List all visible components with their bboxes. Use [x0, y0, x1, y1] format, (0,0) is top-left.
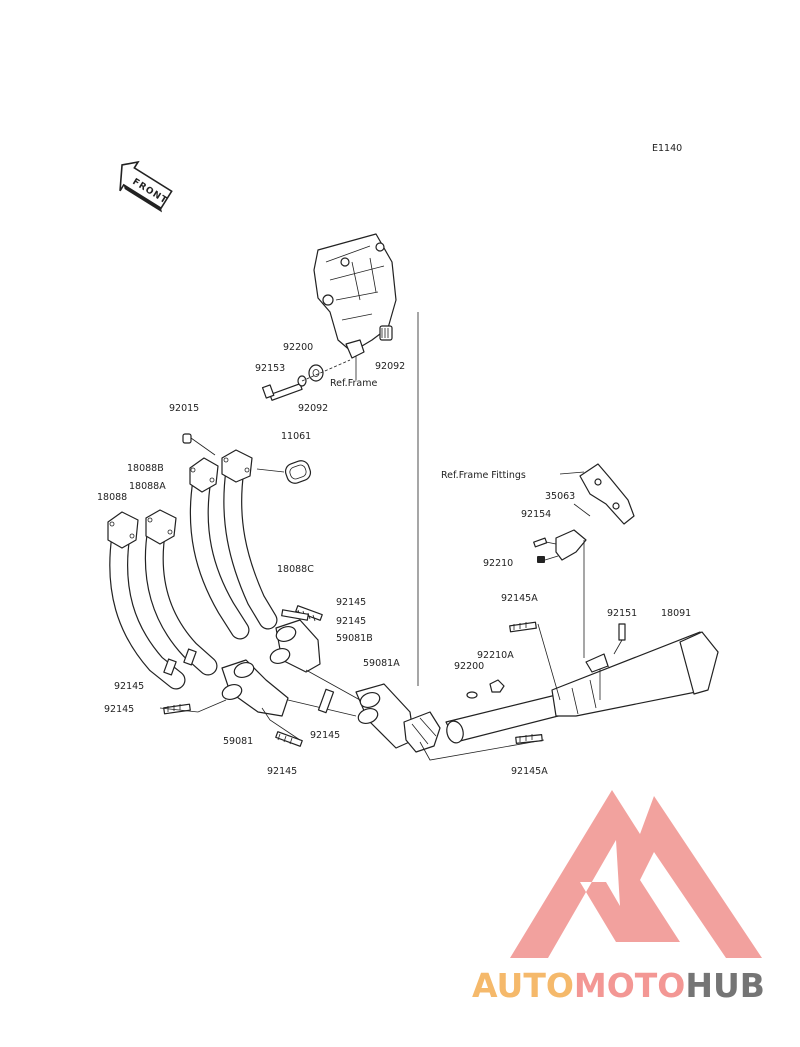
bolt-92151 [618, 623, 626, 641]
label-59081B: 59081B [336, 633, 373, 644]
label-92092-bottom: 92092 [298, 403, 328, 414]
bushing-92092-upper [379, 325, 393, 341]
spring-92145-d [163, 703, 191, 715]
label-92200-mid: 92200 [454, 661, 484, 672]
collector-59081B [269, 619, 321, 673]
label-92153: 92153 [255, 363, 285, 374]
label-18088: 18088 [97, 492, 127, 503]
bracket-35063 [555, 503, 591, 658]
bolt-92154 [533, 537, 548, 548]
bolt-92153 [261, 383, 303, 401]
label-92145-a: 92145 [336, 597, 366, 608]
label-35063: 35063 [545, 491, 575, 502]
logo-triangle-mark [510, 790, 762, 958]
frame-bracket [313, 233, 397, 380]
label-59081A: 59081A [363, 658, 400, 669]
diagram-code: E1140 [652, 143, 682, 154]
spring-92145A-top [509, 621, 537, 633]
flange-18088C [221, 449, 253, 483]
collector-59081A [355, 683, 415, 749]
muffler-18091 [551, 631, 719, 717]
label-92145-c: 92145 [114, 681, 144, 692]
label-18091: 18091 [661, 608, 691, 619]
label-92210: 92210 [483, 558, 513, 569]
label-18088A: 18088A [129, 481, 166, 492]
spring-92145-b [281, 609, 309, 621]
washer-92200-mid [466, 691, 478, 699]
bushing-92092-lower [308, 364, 324, 382]
muffler-bracket [585, 653, 609, 673]
frame-fittings-bracket [579, 463, 635, 525]
part-labels: 92200 92153 92092 Ref.Frame 92092 92015 … [97, 342, 691, 777]
label-92145A-top: 92145A [501, 593, 538, 604]
label-18088B: 18088B [127, 463, 164, 474]
flange-18088 [107, 511, 139, 549]
part-92015 [182, 433, 192, 444]
nut-92210A [489, 679, 505, 693]
label-92145A-bottom: 92145A [511, 766, 548, 777]
label-92145-b: 92145 [336, 616, 366, 627]
label-92154: 92154 [521, 509, 551, 520]
nut-92210 [537, 556, 545, 563]
label-11061: 11061 [281, 431, 311, 442]
label-59081: 59081 [223, 736, 253, 747]
label-92145-d: 92145 [104, 704, 134, 715]
collector-joint [403, 711, 441, 753]
flange-18088B [189, 457, 219, 493]
link-pipe [445, 693, 567, 743]
label-92210A: 92210A [477, 650, 514, 661]
label-18088C: 18088C [277, 564, 314, 575]
label-ref-frame: Ref.Frame [330, 378, 377, 389]
logo-text-auto: AUTO [472, 966, 574, 1005]
label-92151: 92151 [607, 608, 637, 619]
spring-92145A-bottom [515, 734, 543, 744]
label-92145-e: 92145 [310, 730, 340, 741]
spring-92145-c [163, 648, 197, 676]
flange-18088A [145, 509, 177, 545]
label-92015: 92015 [169, 403, 199, 414]
spring-92145-f [275, 731, 303, 747]
logo-text-hub: HUB [685, 966, 765, 1005]
label-ref-frame-fittings: Ref.Frame Fittings [441, 470, 526, 481]
logo-text-moto: MOTO [574, 966, 685, 1005]
label-92145-f: 92145 [267, 766, 297, 777]
svg-text:AUTOMOTOHUB: AUTOMOTOHUB [472, 966, 765, 1005]
label-92092-right: 92092 [375, 361, 405, 372]
automotohub-logo: AUTOMOTOHUB [472, 790, 765, 1005]
gasket-11061 [284, 460, 312, 484]
header-pipes [109, 460, 278, 690]
spring-92145-e [317, 688, 335, 714]
front-arrow: FRONT [119, 160, 173, 213]
label-92200-top: 92200 [283, 342, 313, 353]
collector-59081 [221, 659, 289, 717]
